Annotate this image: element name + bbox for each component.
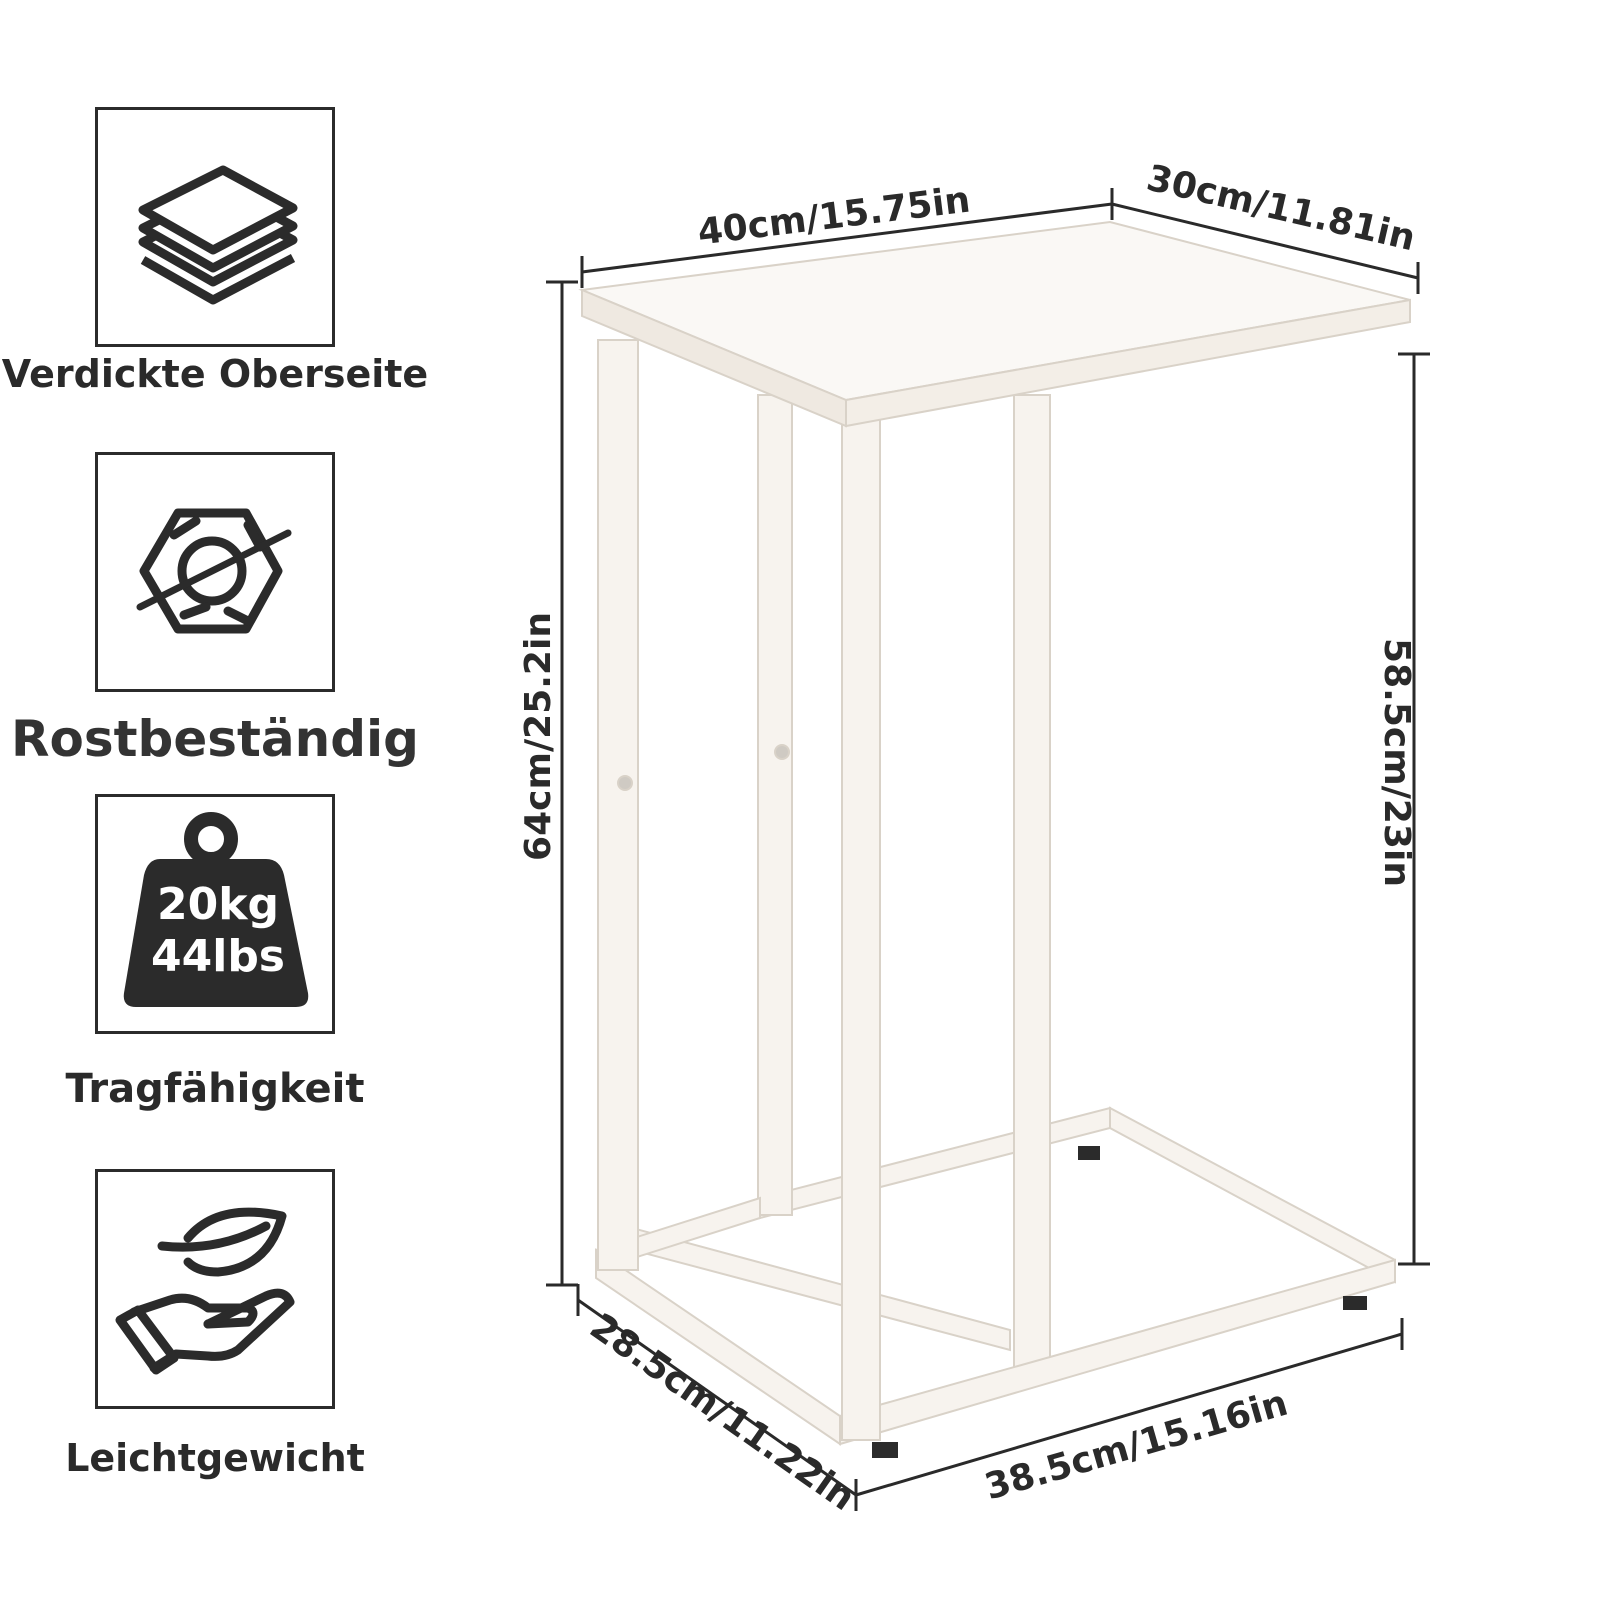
feature-label-load-capacity: Tragfähigkeit [65,1066,365,1112]
back-right-leg [1013,394,1051,1376]
base-front-long-rail [839,1258,1396,1446]
rustproof-bolt-icon [136,508,292,634]
tabletop-side-edge [845,298,1411,428]
dimension-leg-height: 58.5cm/23in [1375,638,1417,887]
front-left-leg [597,339,639,1271]
base-right-rail [1109,1106,1396,1284]
foot [1078,1146,1100,1160]
feature-label-rustproof: Rostbeständig [11,710,419,768]
stacked-layers-icon [138,165,298,305]
screw [617,775,633,791]
dimension-total-height: 64cm/25.2in [517,612,559,861]
feature-label-thick-top: Verdickte Oberseite [1,352,429,396]
foot [872,1442,898,1458]
foot [1343,1296,1367,1310]
base-back-rail [759,1106,1111,1220]
screw [774,744,790,760]
weight-icon [123,812,309,1007]
feature-box-rustproof [95,452,335,692]
feature-label-lightweight: Leichtgewicht [65,1436,365,1480]
front-right-leg [841,419,881,1441]
feature-box-thick-top [95,107,335,347]
weight-values: 20kg 44lbs [98,879,338,983]
back-left-leg [757,394,793,1216]
weight-kg: 20kg [157,879,279,930]
dimension-lines [546,188,1430,1511]
feature-box-lightweight [95,1169,335,1409]
c-table [578,220,1411,1458]
weight-lbs: 44lbs [151,931,285,982]
leaf-hand-icon [115,1207,295,1375]
feature-box-load-capacity: 20kg 44lbs [95,794,335,1034]
